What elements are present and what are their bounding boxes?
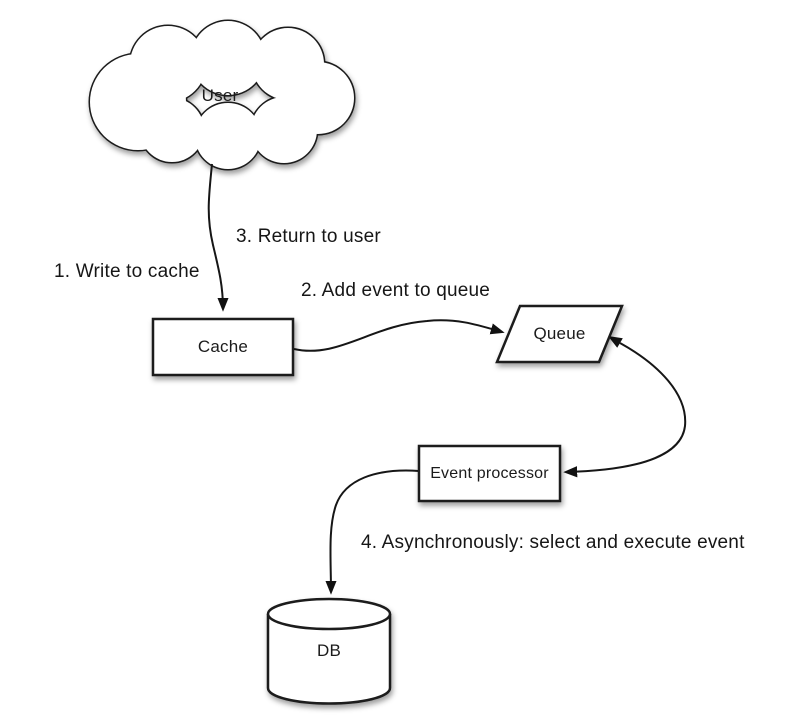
arrow-user-to-cache — [207, 163, 229, 312]
user-cloud — [88, 19, 356, 171]
queue-parallelogram — [495, 304, 624, 364]
cache-box — [151, 317, 295, 377]
arrowhead-into-queue — [608, 336, 623, 348]
arrow-cache-to-queue — [293, 319, 505, 352]
event-processor-box — [417, 444, 562, 503]
db-cylinder — [266, 597, 392, 705]
arrow-event-processor-to-db — [325, 469, 420, 595]
arrow-queue-event-processor — [563, 342, 687, 478]
